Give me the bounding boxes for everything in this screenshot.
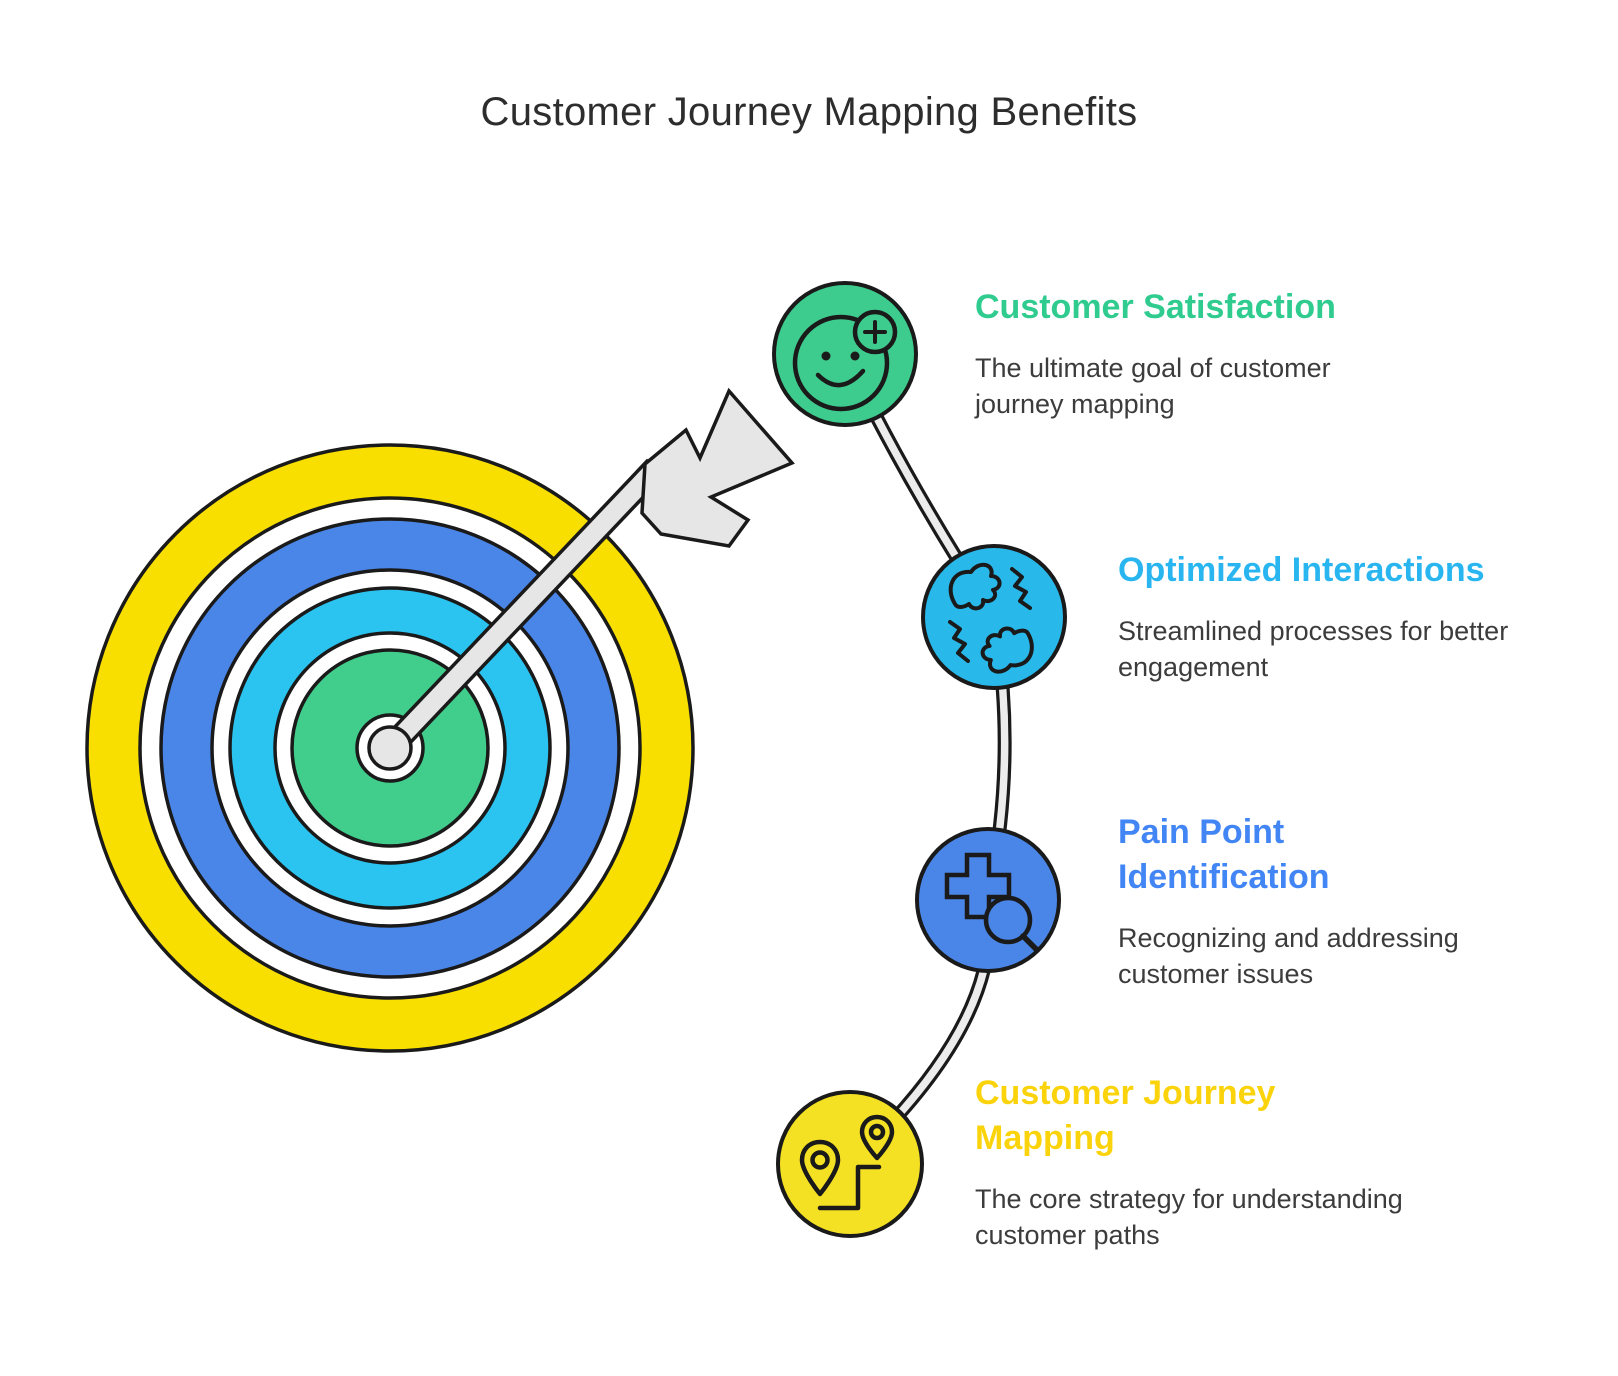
benefit-node-customer-satisfaction xyxy=(772,281,918,427)
page-title: Customer Journey Mapping Benefits xyxy=(480,90,1138,134)
benefit-description: Streamlined processes for better engagem… xyxy=(1118,616,1509,682)
benefit-description: Recognizing and addressing customer issu… xyxy=(1118,923,1459,989)
fist-bump-icon xyxy=(948,562,1034,674)
benefit-section-customer-satisfaction: Customer Satisfaction The ultimate goal … xyxy=(975,285,1415,422)
benefit-heading: Customer Satisfaction xyxy=(975,288,1336,326)
benefit-description: The core strategy for understanding cust… xyxy=(975,1184,1403,1250)
benefit-description: The ultimate goal of customer journey ma… xyxy=(975,353,1331,419)
map-pins-route-icon xyxy=(799,1114,895,1211)
arrow-center-cap xyxy=(367,725,413,771)
benefit-node-optimized-interactions xyxy=(921,544,1067,690)
benefit-section-pain-point-identification: Pain Point Identification Recognizing an… xyxy=(1118,810,1558,992)
medical-cross-magnifier-icon xyxy=(944,852,1039,952)
smiley-plus-icon xyxy=(792,309,898,412)
node-circle xyxy=(921,544,1067,690)
benefit-section-customer-journey-mapping: Customer Journey Mapping The core strate… xyxy=(975,1071,1415,1253)
benefit-node-customer-journey-mapping xyxy=(776,1090,924,1238)
arrow-icon xyxy=(367,387,795,771)
connector-line xyxy=(838,350,1012,1170)
benefit-heading: Customer Journey Mapping xyxy=(975,1074,1276,1157)
benefit-section-optimized-interactions: Optimized Interactions Streamlined proce… xyxy=(1118,548,1518,685)
benefit-heading: Optimized Interactions xyxy=(1118,551,1485,589)
node-circle xyxy=(776,1090,924,1238)
benefit-node-pain-point-identification xyxy=(915,827,1061,973)
arrow-fletching xyxy=(640,387,795,548)
benefit-heading: Pain Point Identification xyxy=(1118,813,1330,896)
